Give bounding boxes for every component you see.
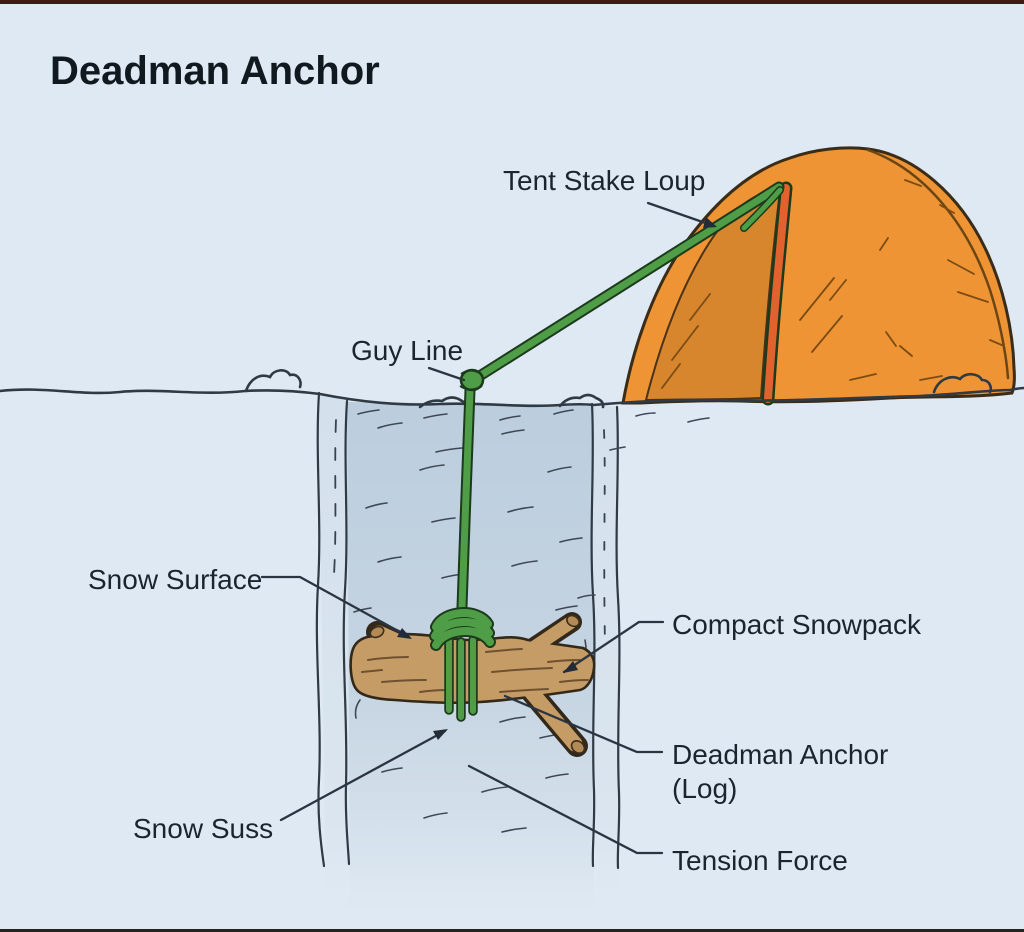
label-tent-stake-loop: Tent Stake Loup — [503, 165, 705, 196]
label-deadman-anchor-line2: (Log) — [672, 773, 737, 804]
label-deadman-anchor-line1: Deadman Anchor — [672, 739, 888, 770]
tension-force-leader — [467, 764, 664, 855]
pit-right-wall-crack — [603, 429, 606, 646]
tent-stake-loop-strand — [741, 187, 783, 231]
log-grain — [361, 648, 589, 693]
tent-illustration — [621, 146, 1016, 406]
snow-surface-leader — [260, 575, 411, 639]
snow-surface-arrowhead — [397, 628, 412, 639]
guy-line-upper — [474, 183, 783, 381]
pit-left-wall-inner-edge — [342, 399, 351, 866]
tent-stake-loop-arrowhead — [703, 217, 717, 228]
bottom-border-strip — [0, 929, 1024, 932]
snow-suss-leader — [279, 729, 447, 822]
rope-wrap-coils — [431, 609, 494, 649]
tent-seam — [866, 148, 1010, 380]
compact-snowpack-arrowhead — [563, 661, 578, 673]
annotation-leaders — [260, 201, 717, 855]
log-branch-upper-left — [371, 625, 436, 663]
pit-snow-texture — [353, 409, 710, 833]
tent-pole-stripe — [764, 184, 790, 403]
pit-right-wall-outer-edge — [615, 405, 621, 870]
guy-line-rope — [429, 181, 785, 722]
snow-lump-right — [932, 372, 993, 394]
label-snow-suss: Snow Suss — [133, 813, 273, 844]
log-cut-face-upper-right — [566, 614, 580, 628]
rope-strands — [446, 637, 476, 720]
deadman-anchor-leader — [503, 694, 664, 754]
rope-log-hitch — [429, 607, 496, 722]
pit-right-wall — [593, 404, 620, 895]
snow-lump-left — [244, 369, 302, 393]
label-snow-surface: Snow Surface — [88, 564, 262, 595]
guy-line-knot-detail — [459, 369, 483, 391]
log-cut-face-upper-left — [369, 625, 385, 639]
compact-snowpack-leader — [562, 620, 665, 674]
page-title: Deadman Anchor — [50, 49, 380, 93]
annotation-labels: Deadman Anchor Tent Stake Loup Guy Line … — [50, 49, 922, 876]
guy-line-lower — [458, 386, 474, 611]
snow-suss-arrowhead — [433, 729, 448, 740]
tent-fabric-stitching — [661, 179, 1005, 389]
tent-stake-loop-leader — [646, 201, 716, 228]
log-branch-upper-right — [523, 616, 577, 657]
pit-left-wall-outer-edge — [315, 391, 326, 868]
label-guy-line: Guy Line — [351, 335, 463, 366]
pit-right-wall-inner-edge — [590, 402, 596, 868]
snow-lump-pit-right — [558, 393, 605, 409]
snow-surface-line — [0, 369, 1024, 411]
top-border-strip — [0, 0, 1024, 4]
pit-left-wall — [318, 393, 350, 895]
label-tension-force: Tension Force — [672, 845, 848, 876]
log-cut-face-lower-right — [570, 740, 586, 754]
label-compact-snowpack: Compact Snowpack — [672, 609, 922, 640]
guy-line-leader — [427, 366, 466, 382]
surface-contour — [0, 386, 1024, 408]
